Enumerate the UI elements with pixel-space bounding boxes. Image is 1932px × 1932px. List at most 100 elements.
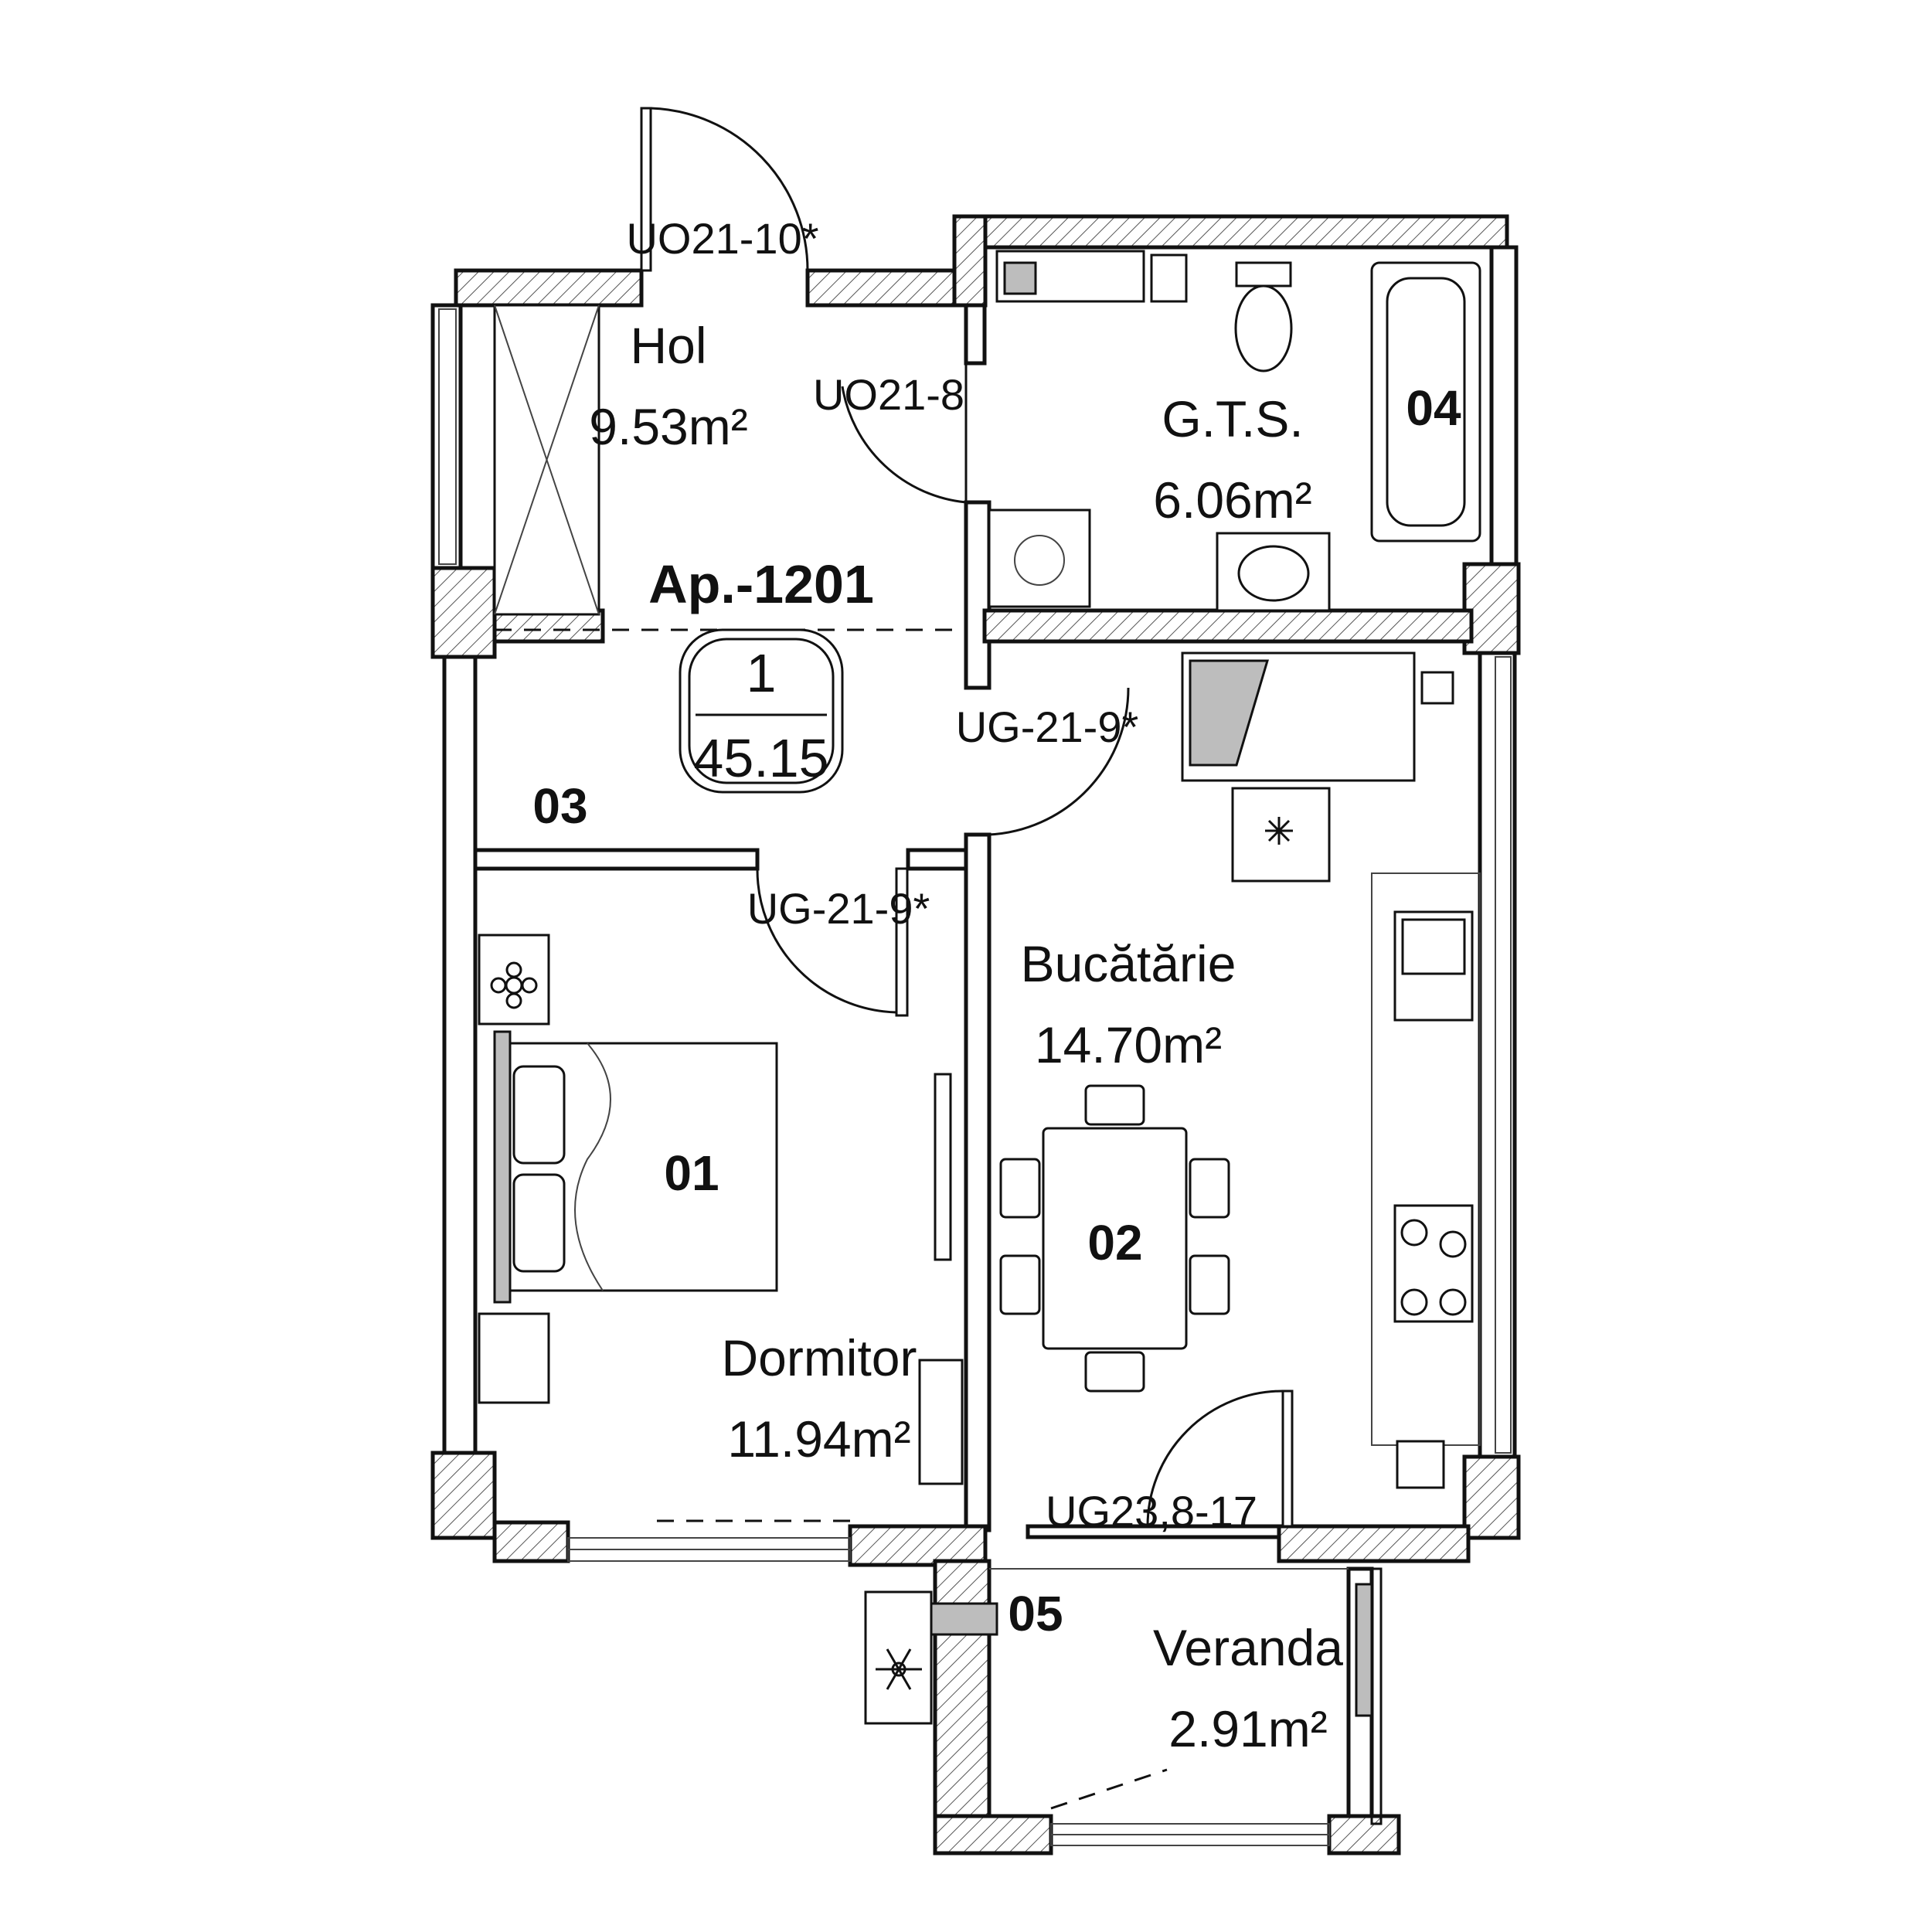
room-name-dormitor: Dormitor [721, 1329, 917, 1386]
burner-3 [1400, 1288, 1428, 1316]
apartment-total-area: 45.15 [693, 728, 828, 788]
ac-outdoor-unit [864, 1590, 933, 1725]
window-kitchen-right [1495, 656, 1512, 1454]
snowflake-icon [876, 1648, 922, 1690]
wall-interior-upper [964, 303, 987, 366]
wall-veranda-left-low [933, 1814, 1053, 1855]
pillow-top [512, 1065, 566, 1165]
wall-top-right [983, 214, 1509, 250]
toilet-tank [1235, 261, 1292, 287]
bedroom-door-leaf[interactable] [895, 867, 909, 1017]
bed-sheet-fold [574, 1043, 611, 1291]
kitchen-door-swing [988, 687, 1130, 836]
dining-table [1042, 1127, 1188, 1350]
bedroom-door-swing [756, 868, 897, 1014]
bath-shaft [1150, 253, 1188, 303]
sun-icon [1265, 817, 1293, 845]
burner-1 [1400, 1219, 1428, 1247]
wall-bath-kitchen [982, 608, 1474, 644]
washing-machine [988, 509, 1091, 608]
burner-2 [1439, 1230, 1467, 1258]
ceiling-line-veranda [1050, 1768, 1168, 1810]
door-code-bathroom: UO21-8 [813, 370, 964, 419]
room-name-hol: Hol [630, 317, 706, 374]
bathtub-inner [1386, 277, 1466, 527]
windows [438, 308, 1512, 1846]
room-area-dormitor: 11.94m² [727, 1410, 910, 1468]
toilet-bowl [1234, 284, 1293, 372]
fridge [1231, 787, 1331, 883]
chair-right-1 [1189, 1158, 1230, 1219]
room-area-bucatarie: 14.70m² [1035, 1016, 1222, 1073]
entry-door-swing [650, 107, 809, 271]
door-code-bedroom: UG-21-9* [747, 884, 930, 933]
cooktop [1393, 1204, 1474, 1323]
veranda-column [930, 1602, 998, 1636]
door-code-balcony: UG23,8-17 [1046, 1487, 1257, 1536]
boiler-shaft [1420, 671, 1454, 705]
room-area-veranda: 2.91m² [1168, 1700, 1327, 1757]
veranda-column-right [1355, 1583, 1373, 1717]
room-area-hol: 9.53m² [589, 398, 747, 455]
apartment-tag-inner [688, 638, 835, 784]
water-heater-core [1003, 261, 1037, 295]
room-name-veranda: Veranda [1153, 1619, 1343, 1676]
room-area-gts: 6.06m² [1153, 471, 1311, 529]
wall-top-mid [805, 268, 957, 308]
tv-unit [934, 1073, 952, 1261]
wall-left-lower [442, 655, 478, 1455]
room-name-bucatarie: Bucătărie [1021, 935, 1236, 992]
headboard [493, 1030, 512, 1304]
apartment-tag [679, 628, 844, 794]
flower-icon [490, 961, 538, 1009]
nightstand-top [478, 934, 550, 1026]
chair-right-2 [1189, 1254, 1230, 1315]
doors [640, 107, 1294, 1528]
wall-veranda-left [933, 1559, 992, 1818]
door-code-entry: UO21-10* [626, 214, 818, 263]
bathroom-fixtures [988, 250, 1481, 612]
wall-bottom-kitchen [1277, 1524, 1471, 1563]
chair-bottom [1084, 1351, 1145, 1393]
door-code-kitchen: UG-21-9* [956, 702, 1139, 751]
bedroom-furniture [478, 934, 964, 1485]
sink-bowl [1237, 545, 1310, 602]
room-number-hall-03: 03 [532, 778, 587, 834]
wall-right-upper [1489, 245, 1519, 566]
apartment-room-count: 1 [747, 643, 777, 703]
pillar-left-mid [430, 566, 497, 659]
wall-top-step [952, 214, 988, 308]
veranda-fixtures [864, 1583, 1373, 1725]
walls [430, 214, 1521, 1855]
apartment-title: Ap.-1201 [648, 554, 874, 614]
balcony-door-leaf[interactable] [1281, 1389, 1294, 1528]
wall-right-lower [1478, 651, 1517, 1459]
washing-drum [1014, 535, 1065, 586]
room-number-dormitor: 01 [664, 1145, 719, 1201]
pillar-right-bottom [1462, 1454, 1521, 1540]
balcony-door-swing [1146, 1389, 1284, 1527]
boiler-unit [1189, 659, 1270, 767]
room-number-gts: 04 [1406, 380, 1461, 436]
burner-4 [1439, 1288, 1467, 1316]
ac-outdoor-kitchen [1396, 1440, 1445, 1489]
pillar-left-bottom [430, 1451, 497, 1540]
chair-left-1 [999, 1158, 1041, 1219]
wall-bedroom-top-right [906, 848, 968, 871]
chair-top [1084, 1084, 1145, 1126]
room-name-gts: G.T.S. [1162, 390, 1303, 447]
labels: Ap.-1201 1 45.15 Hol 9.53m² 04 G.T.S. 6.… [532, 214, 1461, 1757]
wardrobe [493, 304, 600, 616]
entry-door-leaf[interactable] [640, 107, 652, 272]
chair-left-2 [999, 1254, 1041, 1315]
window-left [438, 308, 457, 565]
kitchen-fixtures [999, 651, 1481, 1489]
pillow-bottom [512, 1173, 566, 1273]
nightstand-bottom [478, 1312, 550, 1404]
wall-bedroom-top-left [473, 848, 760, 871]
wall-interior-bath [964, 500, 992, 690]
room-number-veranda: 05 [1008, 1586, 1063, 1641]
wall-bottom-left [492, 1520, 570, 1563]
radiator [918, 1359, 964, 1485]
